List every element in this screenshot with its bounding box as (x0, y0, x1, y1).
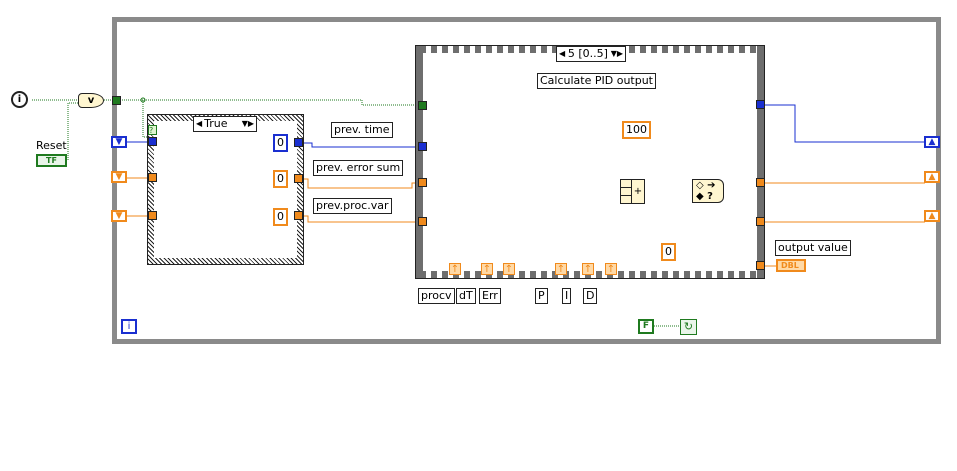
case-selector[interactable]: ◀True▼▶ (193, 116, 257, 132)
output-value-label: output value (775, 240, 851, 256)
int-constant[interactable]: 0 (273, 134, 288, 152)
shift-register-left-error: ▼ (111, 171, 127, 183)
case-tunnel (294, 211, 303, 220)
iteration-terminal: i (121, 319, 137, 334)
case-selector-terminal: ? (148, 125, 157, 135)
reset-label: Reset (36, 139, 67, 152)
local-variable-i[interactable]: ↑ (582, 263, 594, 275)
prev-error-sum-label: prev. error sum (313, 160, 404, 176)
local-variable-p[interactable]: ↑ (555, 263, 567, 275)
case-selector-value: True (204, 117, 228, 130)
shift-register-left-time: ▼ (111, 136, 127, 148)
double-constant[interactable]: 0 (273, 170, 288, 188)
or-function-icon: v (78, 93, 104, 108)
local-variable-d[interactable]: ↑ (605, 263, 617, 275)
local-variable-err[interactable]: ↑ (503, 263, 515, 275)
local-label-err: Err (479, 288, 501, 304)
local-label-i: I (562, 288, 572, 304)
output-value-indicator[interactable]: DBL (776, 259, 806, 272)
sequence-tunnel (756, 261, 765, 270)
sequence-selector-value: 5 [0..5] (567, 47, 608, 60)
bool-tunnel (112, 96, 121, 105)
local-label-dt: dT (456, 288, 476, 304)
case-tunnel (294, 174, 303, 183)
sequence-tunnel (756, 178, 765, 187)
case-tunnel (148, 173, 157, 182)
prev-time-label: prev. time (331, 122, 393, 138)
shift-register-right-error: ▲ (924, 171, 940, 183)
sequence-tunnel (418, 217, 427, 226)
shift-register-left-procvar: ▼ (111, 210, 127, 222)
case-tunnel (148, 137, 157, 146)
local-variable-procv[interactable]: ↑ (449, 263, 461, 275)
constant-0[interactable]: 0 (661, 243, 676, 261)
false-constant[interactable]: F (638, 319, 654, 334)
sequence-tunnel (756, 217, 765, 226)
prev-proc-var-label: prev.proc.var (313, 198, 392, 214)
loop-condition-icon[interactable]: ↻ (680, 319, 697, 335)
local-variable-dt[interactable]: ↑ (481, 263, 493, 275)
sequence-tunnel (418, 142, 427, 151)
stop-wire (654, 325, 680, 327)
reset-control[interactable]: TF (36, 154, 67, 167)
double-constant[interactable]: 0 (273, 208, 288, 226)
sequence-tunnel (418, 101, 427, 110)
constant-100[interactable]: 100 (622, 121, 651, 139)
local-label-procv: procv (418, 288, 455, 304)
add-symbol: + (633, 186, 643, 197)
in-range-and-coerce-icon: ◇ ➔◆ ? (692, 179, 724, 203)
case-tunnel (294, 138, 303, 147)
local-label-p: P (535, 288, 548, 304)
shift-register-right-time: ▲ (924, 136, 940, 148)
stop-sign-icon: i (11, 91, 28, 108)
sequence-comment: Calculate PID output (537, 73, 656, 89)
sequence-tunnel (418, 178, 427, 187)
sequence-tunnel (756, 100, 765, 109)
sequence-selector[interactable]: ◀5 [0..5]▼▶ (556, 46, 626, 62)
local-label-d: D (583, 288, 598, 304)
shift-register-right-procvar: ▲ (924, 210, 940, 222)
case-tunnel (148, 211, 157, 220)
compound-add: + (620, 179, 645, 204)
